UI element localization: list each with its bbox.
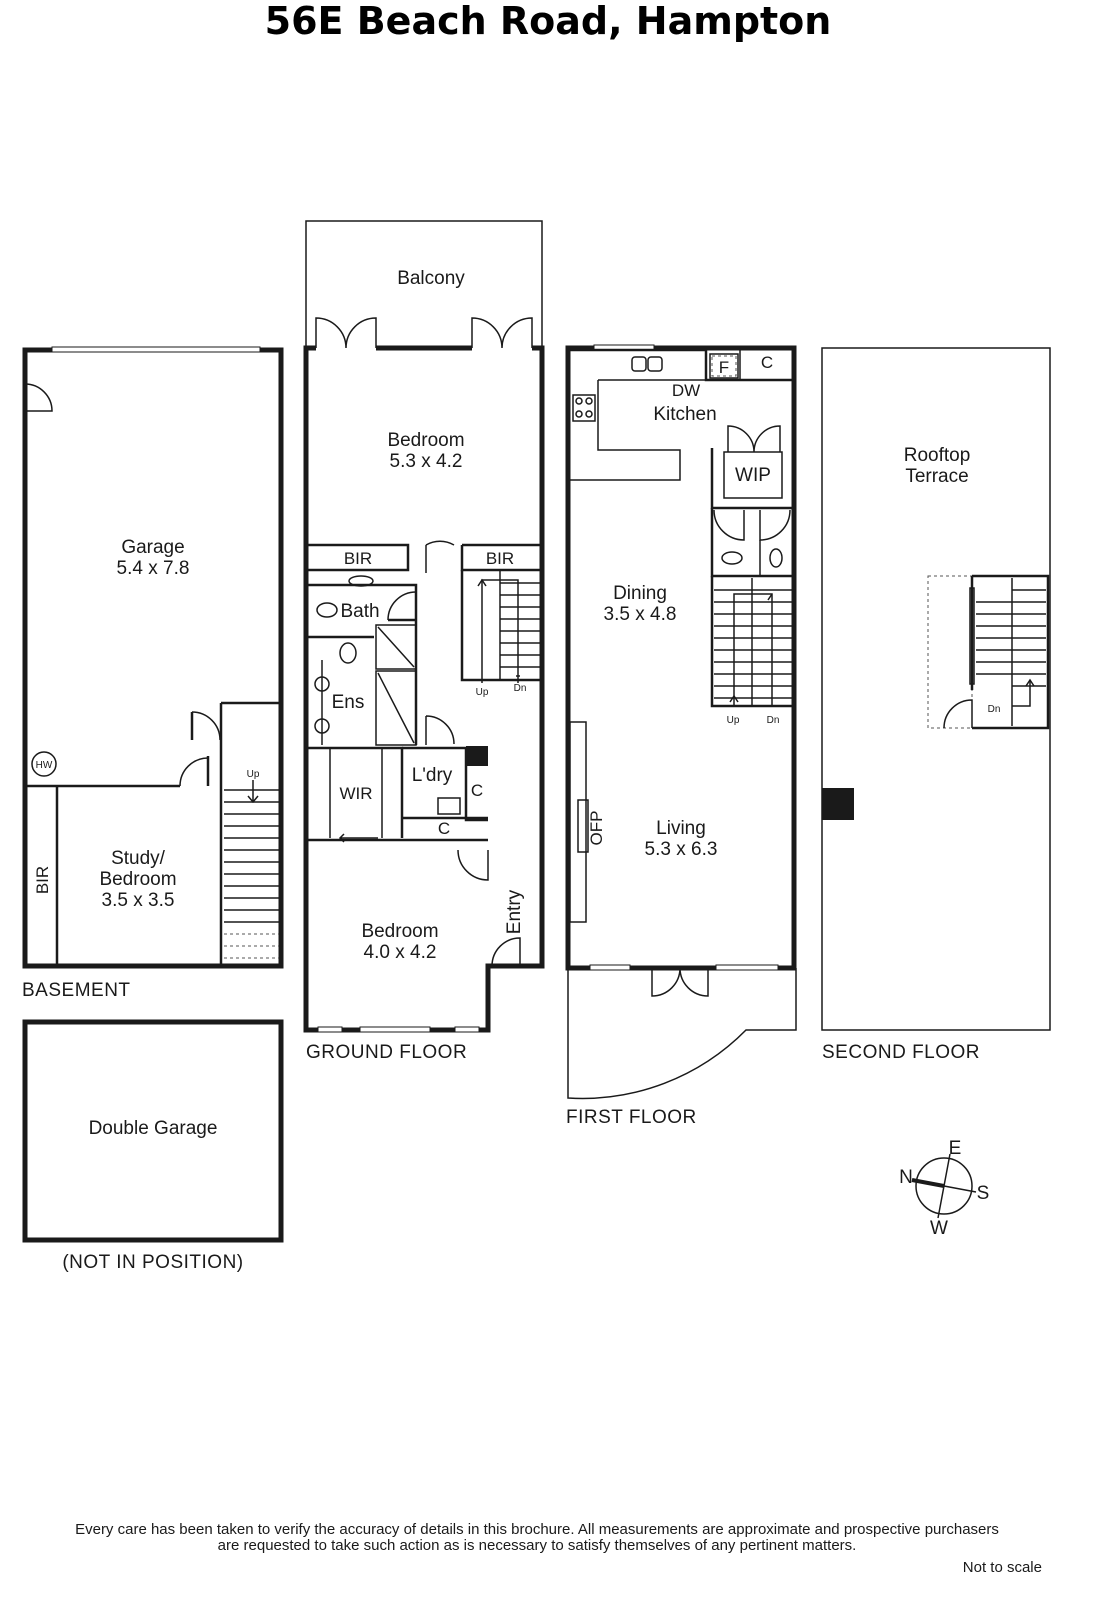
- compass-s: S: [977, 1183, 990, 1204]
- not-in-position-label: (NOT IN POSITION): [62, 1252, 243, 1273]
- second-floor-label: SECOND FLOOR: [822, 1042, 980, 1063]
- wip-label: WIP: [735, 465, 771, 486]
- first-floor-deck: [567, 968, 797, 1100]
- basement-plan: Up HW Garage 5.4 x 7.8 Study/ Bedroom 3.…: [22, 346, 284, 1001]
- balcony-door-right: [471, 317, 533, 349]
- scale-note: Not to scale: [963, 1559, 1042, 1576]
- compass-circle: [915, 1157, 973, 1215]
- balcony-outline: [305, 220, 543, 348]
- compass-w: W: [930, 1218, 948, 1239]
- ground-stair-dn: Dn: [514, 683, 527, 694]
- balcony-label: Balcony: [397, 268, 465, 289]
- dining-label: Dining: [613, 583, 667, 604]
- ground-floor-label: GROUND FLOOR: [306, 1042, 467, 1063]
- living-label: Living: [656, 818, 706, 839]
- double-garage-label: Double Garage: [89, 1118, 218, 1139]
- kitchen-cupboard-label: C: [761, 353, 773, 372]
- disclaimer-line-2: are requested to take such action as is …: [218, 1537, 857, 1554]
- basement-floor-label: BASEMENT: [22, 980, 131, 1001]
- balcony-door-left: [315, 317, 377, 349]
- first-floor-label: FIRST FLOOR: [566, 1107, 697, 1128]
- ground-floor-outline: [303, 345, 545, 1033]
- second-floor-plan: Dn Rooftop Terrace SECOND FLOOR: [821, 347, 1051, 1063]
- bir-right-label: BIR: [486, 549, 514, 568]
- basement-stairs: Up: [224, 769, 279, 959]
- double-garage-outline: [22, 1019, 284, 1243]
- rooftop-column: [822, 788, 854, 820]
- garage-size: 5.4 x 7.8: [117, 558, 190, 579]
- front-bedroom-size: 4.0 x 4.2: [364, 942, 437, 963]
- wir-label: WIR: [339, 784, 372, 803]
- living-size: 5.3 x 6.3: [645, 839, 718, 860]
- compass-needle: [911, 1178, 945, 1188]
- ens-label: Ens: [332, 692, 365, 713]
- hw-label: HW: [36, 760, 53, 771]
- compass-e: E: [949, 1138, 962, 1159]
- laundry-column: [466, 746, 488, 766]
- ground-stair-up: Up: [476, 687, 489, 698]
- dining-size: 3.5 x 4.8: [604, 604, 677, 625]
- cupboard-laundry-label: C: [471, 781, 483, 800]
- first-floor-outline: [565, 345, 797, 971]
- bath-label: Bath: [340, 601, 379, 622]
- double-garage-plan: Double Garage (NOT IN POSITION): [22, 1019, 284, 1273]
- rooftop-label-2: Terrace: [905, 466, 968, 487]
- rooftop-outline: [821, 347, 1051, 1031]
- garage-side-door: [24, 383, 53, 412]
- cupboard-hall-label: C: [438, 819, 450, 838]
- entry-label: Entry: [504, 889, 525, 934]
- first-stair-dn: Dn: [767, 715, 780, 726]
- compass: N E S W: [899, 1138, 989, 1239]
- hot-water-unit: [31, 751, 57, 777]
- stair-up-label: Up: [247, 769, 260, 780]
- front-bedroom-label: Bedroom: [361, 921, 438, 942]
- rooftop-label: Rooftop: [904, 445, 971, 466]
- study-size: 3.5 x 3.5: [102, 890, 175, 911]
- garage-window: [51, 346, 261, 353]
- main-bedroom-label: Bedroom: [387, 430, 464, 451]
- basement-bir-label: BIR: [33, 866, 52, 894]
- main-bedroom-size: 5.3 x 4.2: [390, 451, 463, 472]
- laundry-label: L'dry: [412, 765, 453, 786]
- second-stair-dn: Dn: [988, 704, 1001, 715]
- fridge-label: F: [719, 358, 729, 377]
- ground-stairs: Up Dn: [460, 570, 540, 698]
- study-label-2: Bedroom: [99, 869, 176, 890]
- compass-n: N: [899, 1167, 913, 1188]
- study-label: Study/: [111, 848, 166, 869]
- first-stair-up: Up: [727, 715, 740, 726]
- ofp-label: OFP: [587, 811, 606, 846]
- disclaimer-line-1: Every care has been taken to verify the …: [75, 1521, 999, 1538]
- ground-floor-plan: Up Dn Balcony Bedroom 5.3 x 4.2 BIR BIR …: [303, 220, 545, 1063]
- page-title: 56E Beach Road, Hampton: [265, 0, 832, 43]
- kitchen-label: Kitchen: [653, 404, 716, 425]
- bir-left-label: BIR: [344, 549, 372, 568]
- dishwasher-label: DW: [672, 381, 700, 400]
- first-floor-plan: Up Dn DW Kitchen F C WIP Dining 3.5 x 4.…: [565, 344, 797, 1128]
- garage-label: Garage: [121, 537, 184, 558]
- first-stairs: Up Dn: [710, 576, 794, 726]
